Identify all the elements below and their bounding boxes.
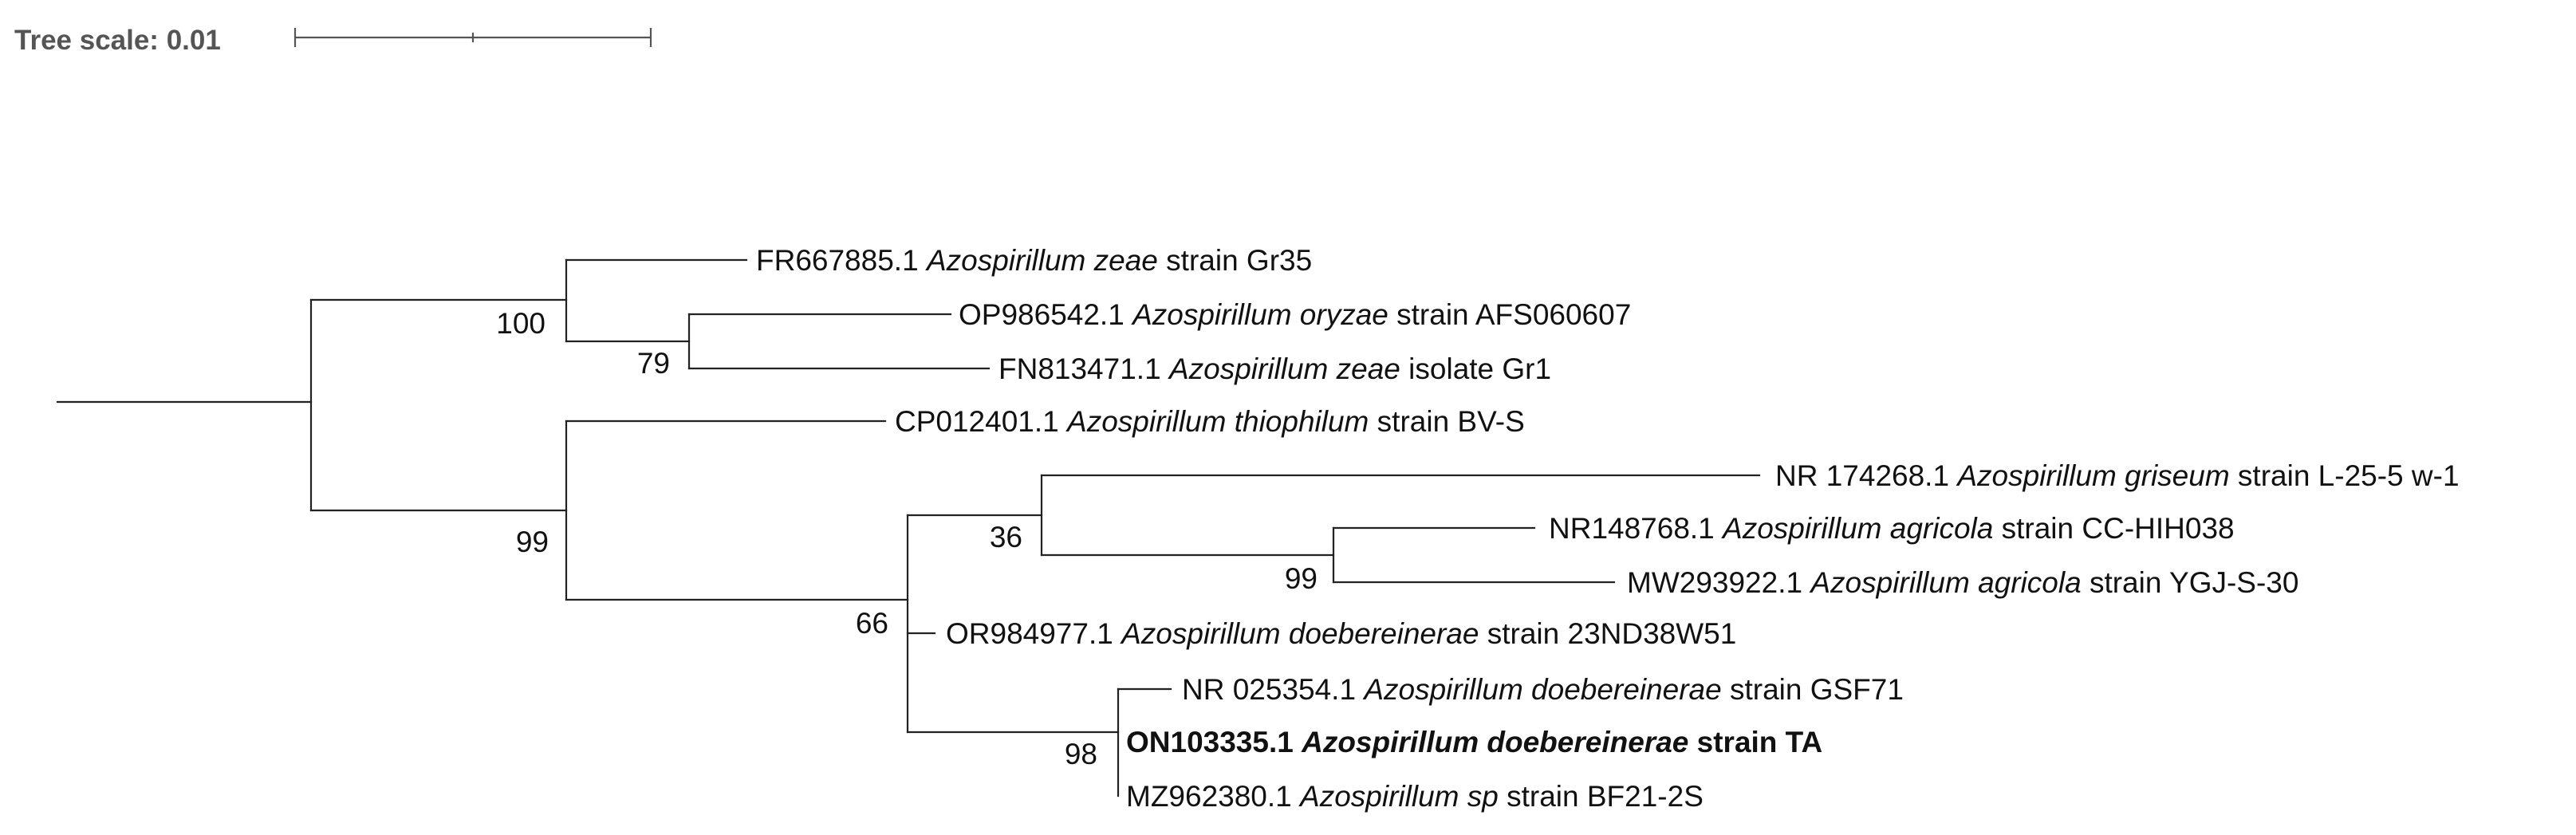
- leaf-labels: FR667885.1 Azospirillum zeae strain Gr35…: [756, 244, 2460, 813]
- bootstrap-value: 100: [496, 307, 546, 340]
- leaf-label: NR148768.1 Azospirillum agricola strain …: [1549, 512, 2235, 545]
- leaf-label: MW293922.1 Azospirillum agricola strain …: [1627, 566, 2298, 599]
- leaf-label: OP986542.1 Azospirillum oryzae strain AF…: [959, 298, 1631, 331]
- tree-scale: Tree scale: 0.01: [14, 25, 652, 56]
- leaf-label: MZ962380.1 Azospirillum sp strain BF21-2…: [1126, 780, 1704, 813]
- bootstrap-value: 98: [1065, 738, 1097, 770]
- tree-scale-label: Tree scale: 0.01: [14, 25, 221, 56]
- tree-branches: [56, 258, 1761, 798]
- leaf-label-highlighted: ON103335.1 Azospirillum doebereinerae st…: [1126, 726, 1822, 758]
- bootstrap-value: 66: [856, 607, 888, 640]
- bootstrap-value: 99: [1285, 562, 1318, 595]
- bootstrap-values: 100 79 99 66 36 99 98: [496, 307, 1318, 770]
- leaf-label: NR 025354.1 Azospirillum doebereinerae s…: [1182, 673, 1904, 706]
- bootstrap-value: 79: [637, 347, 670, 380]
- leaf-label: OR984977.1 Azospirillum doebereinerae st…: [946, 617, 1736, 650]
- leaf-label: FR667885.1 Azospirillum zeae strain Gr35: [756, 244, 1312, 277]
- bootstrap-value: 99: [516, 526, 549, 558]
- bootstrap-value: 36: [990, 521, 1022, 553]
- leaf-label: FN813471.1 Azospirillum zeae isolate Gr1: [998, 353, 1551, 385]
- leaf-label: CP012401.1 Azospirillum thiophilum strai…: [895, 405, 1525, 438]
- leaf-label: NR 174268.1 Azospirillum griseum strain …: [1775, 459, 2460, 492]
